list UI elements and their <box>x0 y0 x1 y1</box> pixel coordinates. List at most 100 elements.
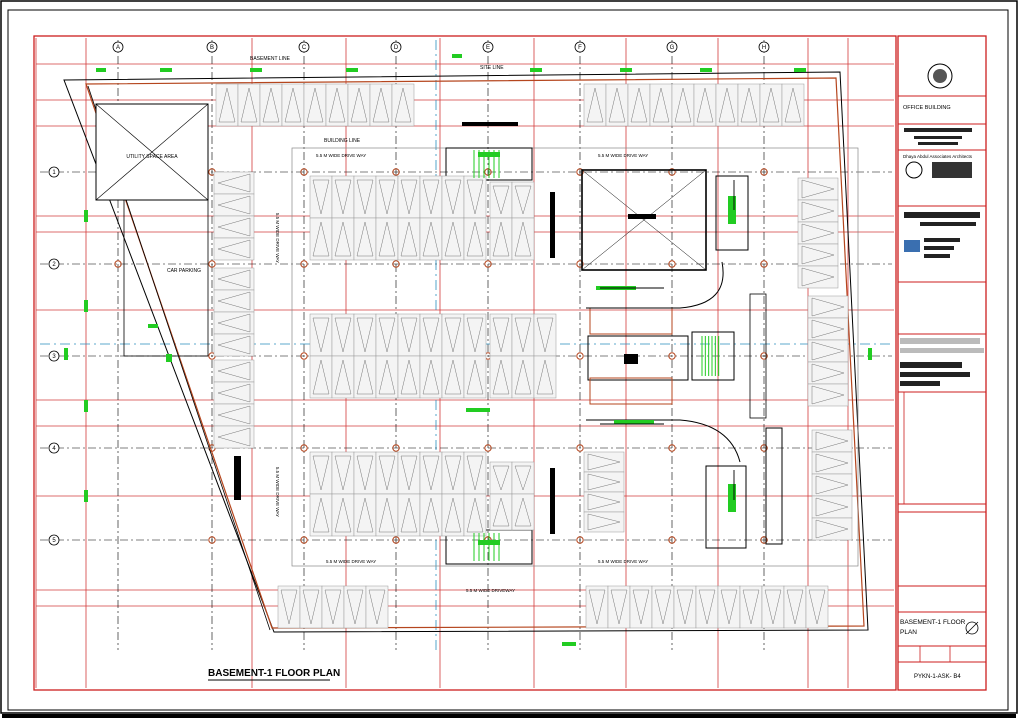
parking-bay-symbol <box>312 221 330 257</box>
column <box>208 536 216 544</box>
column <box>760 444 768 452</box>
parking-bay-symbol <box>492 185 510 215</box>
parking-bay <box>583 491 625 513</box>
column <box>484 444 492 452</box>
parking-bay-symbol <box>444 179 462 215</box>
parking-bay-symbol <box>312 359 330 395</box>
parking-bay-symbol <box>217 291 251 311</box>
parking-bay-symbol <box>400 497 418 533</box>
parking-bay-symbol <box>217 405 251 425</box>
parking-bay-symbol <box>356 455 374 491</box>
tb-redacted-1 <box>904 128 972 132</box>
parking-bay-symbol <box>466 359 484 395</box>
lift-lobby-mark <box>624 354 638 364</box>
grid-bubble-col-label: F <box>578 45 582 51</box>
parking-bay-symbol <box>811 363 845 383</box>
site-line-label: SITE LINE <box>480 65 504 71</box>
drive-vert-left-label: 5.5 M WIDE DRIVE WAY <box>275 213 280 263</box>
dimension-marker <box>794 68 806 72</box>
dimension-marker <box>166 354 172 362</box>
parking-bay-symbol <box>696 87 714 123</box>
column <box>576 260 584 268</box>
dimension-marker <box>478 540 500 545</box>
parking-bay-symbol <box>312 179 330 215</box>
parking-bay-symbol <box>356 497 374 533</box>
parking-bay-symbol <box>514 497 532 527</box>
floor-plan: UTILITY SPACE AREA CAR PARKING B <box>63 54 872 681</box>
tb-redacted-4 <box>932 162 972 178</box>
parking-bay <box>583 471 625 493</box>
dimension-marker <box>562 642 576 646</box>
parking-bay-symbol <box>587 513 621 531</box>
parking-bay-symbol <box>811 385 845 405</box>
parking-bay <box>807 317 849 341</box>
parking-bay-symbol <box>324 589 342 625</box>
parking-bay <box>811 517 853 541</box>
lifts-bottom <box>589 377 673 405</box>
north-arrow-icon <box>965 621 979 635</box>
ramp-side-strip-2 <box>749 293 767 419</box>
ramp-side-strip <box>765 427 783 545</box>
building-line-label: BUILDING LINE <box>324 138 361 144</box>
column <box>576 536 584 544</box>
parking-bay <box>807 295 849 319</box>
grid-bubble-col-label: A <box>116 45 120 51</box>
parking-bay-symbol <box>422 179 440 215</box>
grid-bubble-col-label: B <box>210 45 214 51</box>
parking-bay <box>213 381 255 405</box>
title-block-frame <box>897 35 987 691</box>
parking-bay-symbol <box>492 317 510 353</box>
dimension-markers <box>64 54 872 646</box>
parking-bay-symbol <box>536 359 554 395</box>
parking-bay-symbol <box>217 269 251 289</box>
parking-bay-symbol <box>356 317 374 353</box>
column <box>760 536 768 544</box>
parking-bay-symbol <box>466 497 484 533</box>
dimension-marker <box>614 420 654 424</box>
grid-bubble-col <box>206 41 218 53</box>
tb-redacted-8 <box>924 246 954 250</box>
wall-mid-bar-1 <box>550 192 555 258</box>
parking-bay-symbol <box>346 589 364 625</box>
parking-bay <box>391 83 415 127</box>
parking-bay-symbol <box>218 87 236 123</box>
parking-bay-symbol <box>444 317 462 353</box>
parking-bay-symbol <box>422 317 440 353</box>
grid-bubble-row-label: 2 <box>52 262 56 268</box>
car-parking-label: CAR PARKING <box>167 268 201 274</box>
column <box>392 260 400 268</box>
column <box>760 168 768 176</box>
dimension-marker <box>868 348 872 360</box>
parking-bay-symbol <box>422 455 440 491</box>
parking-bay-symbol <box>492 497 510 527</box>
parking-bay <box>781 83 805 127</box>
parking-bay-symbol <box>676 589 694 625</box>
parking-bay-symbol <box>328 87 346 123</box>
dimension-marker <box>530 68 542 72</box>
tb-redacted-5 <box>904 212 980 218</box>
parking-bay-symbol <box>586 87 604 123</box>
grid-bubble-row <box>48 534 60 546</box>
parking-bay-symbol <box>801 179 835 199</box>
grid-bubble-col <box>298 41 310 53</box>
parking-bay-symbol <box>786 589 804 625</box>
dimension-marker <box>620 68 632 72</box>
parking-bay-symbol <box>811 297 845 317</box>
dimension-marker <box>346 68 358 72</box>
parking-bay-symbol <box>306 87 324 123</box>
parking-bay-symbol <box>378 455 396 491</box>
parking-bay-symbol <box>334 359 352 395</box>
tb-redacted-14 <box>900 381 940 386</box>
parking-bay-symbol <box>422 497 440 533</box>
parking-bay-symbol <box>356 359 374 395</box>
parking-bay-symbol <box>284 87 302 123</box>
tb-redacted-11 <box>900 348 984 353</box>
parking-bay-symbol <box>764 589 782 625</box>
parking-bay-symbol <box>217 173 251 193</box>
parking-bay-symbol <box>217 427 251 447</box>
parking-bay <box>463 217 487 261</box>
grid-bubble-row <box>48 166 60 178</box>
parking-bay-symbol <box>334 455 352 491</box>
dimension-marker <box>452 54 462 58</box>
parking-bay-symbol <box>217 217 251 237</box>
